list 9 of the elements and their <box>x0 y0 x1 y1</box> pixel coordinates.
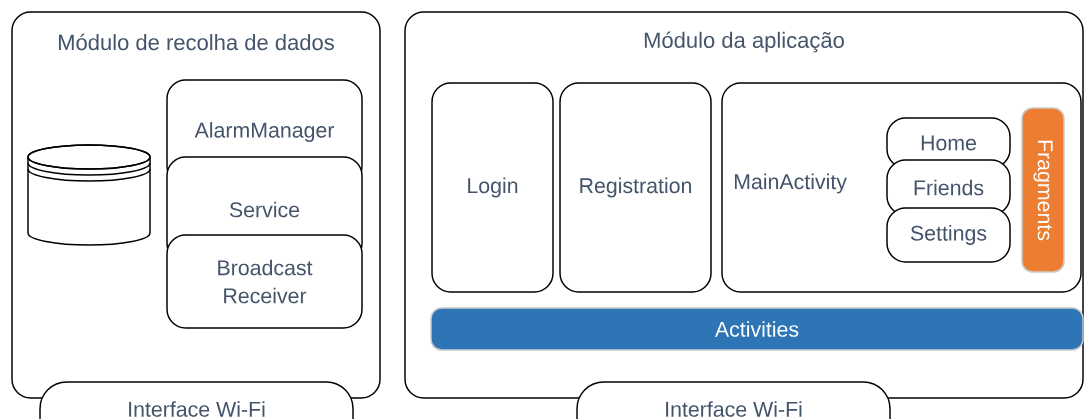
component-box: Settings <box>886 207 1011 263</box>
component-box: Broadcast Receiver <box>166 234 363 329</box>
interface-tab: Interface Wi-Fi <box>39 381 354 419</box>
interface-tab: Interface Wi-Fi <box>576 381 891 419</box>
fragments-bar: Fragments <box>1021 107 1065 273</box>
database-cylinder <box>27 144 151 246</box>
component-box: Registration <box>559 82 712 293</box>
activities-bar: Activities <box>430 307 1084 351</box>
component-box: Login <box>431 82 554 293</box>
